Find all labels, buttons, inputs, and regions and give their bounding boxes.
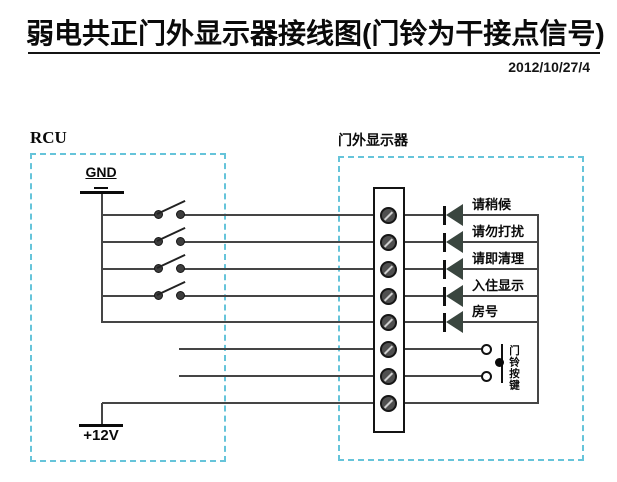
terminal-screw — [380, 207, 397, 224]
led-diode-icon — [446, 204, 463, 226]
wire — [405, 268, 444, 270]
wire — [179, 348, 374, 350]
wire — [405, 321, 444, 323]
wire — [102, 241, 156, 243]
power-drop-wire — [101, 403, 103, 425]
display-dashed-box — [338, 156, 584, 461]
terminal-screw — [380, 341, 397, 358]
wire — [184, 214, 374, 216]
rcu-dashed-box — [30, 153, 226, 462]
switch-contact — [154, 264, 163, 273]
wire — [405, 241, 444, 243]
led-label-occupied: 入住显示 — [472, 278, 525, 293]
wire — [405, 375, 482, 377]
page-title: 弱电共正门外显示器接线图(门铃为干接点信号) — [26, 18, 605, 49]
switch-contact — [176, 264, 185, 273]
led-diode-icon — [446, 258, 463, 280]
gnd-label: GND — [85, 164, 117, 180]
led-cathode-bar — [443, 287, 446, 306]
terminal-screw — [380, 395, 397, 412]
wire — [405, 348, 482, 350]
switch-contact — [154, 210, 163, 219]
display-label: 门外显示器 — [338, 132, 408, 148]
wire — [184, 268, 374, 270]
led-cathode-bar — [443, 233, 446, 252]
switch-contact — [154, 237, 163, 246]
led-label-wait: 请稍候 — [472, 197, 512, 212]
wire — [461, 295, 539, 297]
doorbell-contact — [481, 344, 492, 355]
wire — [102, 295, 156, 297]
common-bus-wire — [537, 214, 539, 404]
led-diode-icon — [446, 311, 463, 333]
terminal-screw — [380, 261, 397, 278]
wire — [405, 402, 539, 404]
wire — [461, 241, 539, 243]
led-label-cleanup: 请即清理 — [472, 251, 525, 266]
wire — [461, 321, 539, 323]
led-label-room-number: 房号 — [472, 304, 499, 319]
doorbell-contact — [481, 371, 492, 382]
led-diode-icon — [446, 285, 463, 307]
wire — [102, 268, 156, 270]
terminal-screw — [380, 234, 397, 251]
gnd-symbol-short-bar — [94, 187, 108, 189]
wire — [461, 268, 539, 270]
wire — [184, 241, 374, 243]
led-cathode-bar — [443, 260, 446, 279]
terminal-screw — [380, 288, 397, 305]
gnd-bus-wire — [101, 194, 103, 323]
power-terminal-bar — [79, 424, 123, 427]
terminal-screw — [380, 314, 397, 331]
led-cathode-bar — [443, 313, 446, 332]
switch-contact — [176, 210, 185, 219]
gnd-symbol-long-bar — [80, 191, 124, 194]
doorbell-label: 门铃按键 — [508, 345, 520, 391]
wire — [179, 375, 374, 377]
led-diode-icon — [446, 231, 463, 253]
wire — [405, 295, 444, 297]
wire — [184, 295, 374, 297]
wire — [102, 321, 374, 323]
date-label: 2012/10/27/4 — [508, 59, 590, 75]
power-label: +12V — [83, 427, 119, 444]
title-rule — [28, 52, 600, 54]
terminal-screw — [380, 368, 397, 385]
led-cathode-bar — [443, 206, 446, 225]
led-label-dnd: 请勿打扰 — [472, 224, 525, 239]
wire — [405, 214, 444, 216]
wire — [102, 214, 156, 216]
rcu-label: RCU — [30, 128, 67, 147]
wire — [102, 402, 374, 404]
terminal-block — [373, 187, 405, 433]
switch-contact — [176, 291, 185, 300]
switch-contact — [176, 237, 185, 246]
switch-contact — [154, 291, 163, 300]
wire — [461, 214, 539, 216]
doorbell-button-dot — [495, 358, 504, 367]
